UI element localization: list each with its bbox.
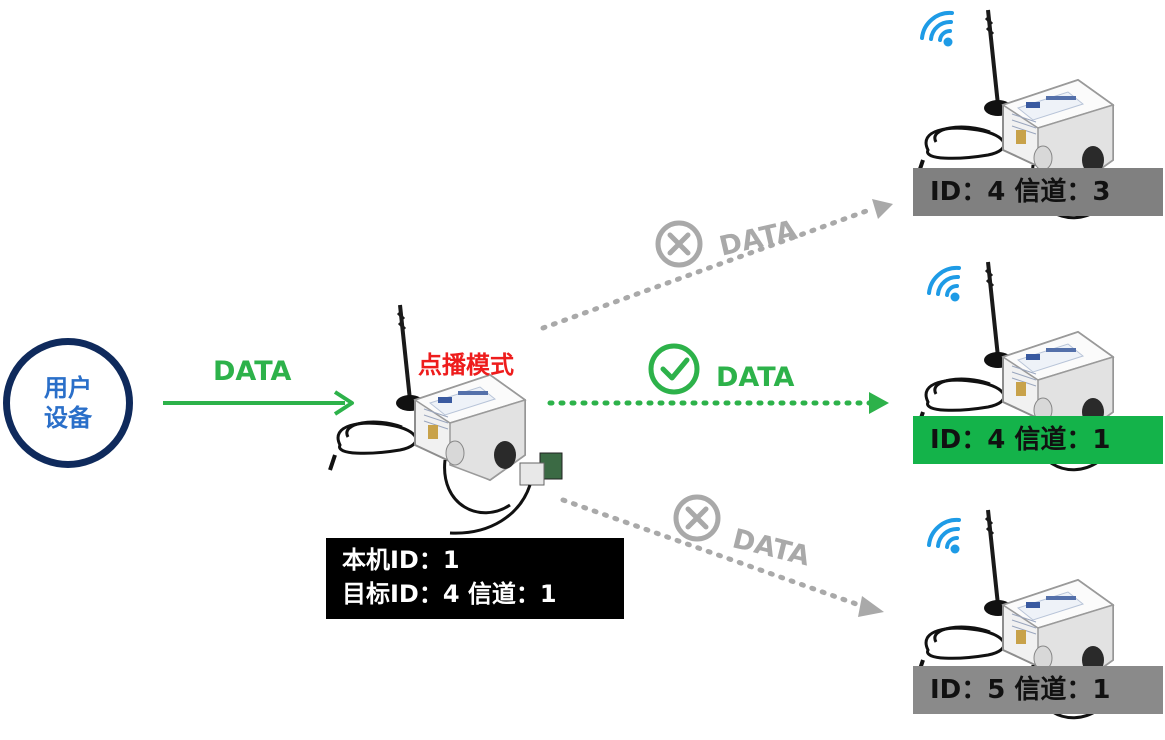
mode-label: 点播模式 — [418, 351, 514, 379]
blocked-line-top — [540, 206, 875, 331]
data-ok-label: DATA — [716, 362, 795, 393]
wifi-icon — [920, 10, 954, 47]
user-to-device-arrowhead — [333, 390, 354, 416]
user-device-node: 用户 设备 — [3, 338, 133, 468]
local-device-image — [328, 303, 563, 535]
wifi-icon — [927, 517, 961, 554]
wifi-icon — [927, 265, 961, 302]
blocked-arrowhead-top — [872, 199, 893, 219]
blocked-line-bottom — [560, 497, 865, 609]
user-device-label-line1: 用户 — [44, 374, 92, 402]
remote-device-tag-1: ID：4 信道：3 — [913, 168, 1163, 216]
x-circle-icon — [673, 494, 721, 542]
x-circle-icon — [655, 220, 703, 268]
local-id-text: 本机ID：1 — [342, 546, 460, 574]
check-circle-icon — [648, 343, 700, 395]
ok-arrowhead — [869, 392, 889, 414]
blocked-arrowhead-bottom — [858, 596, 884, 617]
local-device-info: 本机ID：1 目标ID：4 信道：1 — [326, 538, 624, 619]
user-device-label-line2: 设备 — [44, 404, 92, 432]
remote-device-tag-2: ID：4 信道：1 — [913, 416, 1163, 464]
data-in-label: DATA — [213, 356, 292, 387]
remote-device-tag-3: ID：5 信道：1 — [913, 666, 1163, 714]
target-id-channel-text: 目标ID：4 信道：1 — [342, 580, 557, 608]
